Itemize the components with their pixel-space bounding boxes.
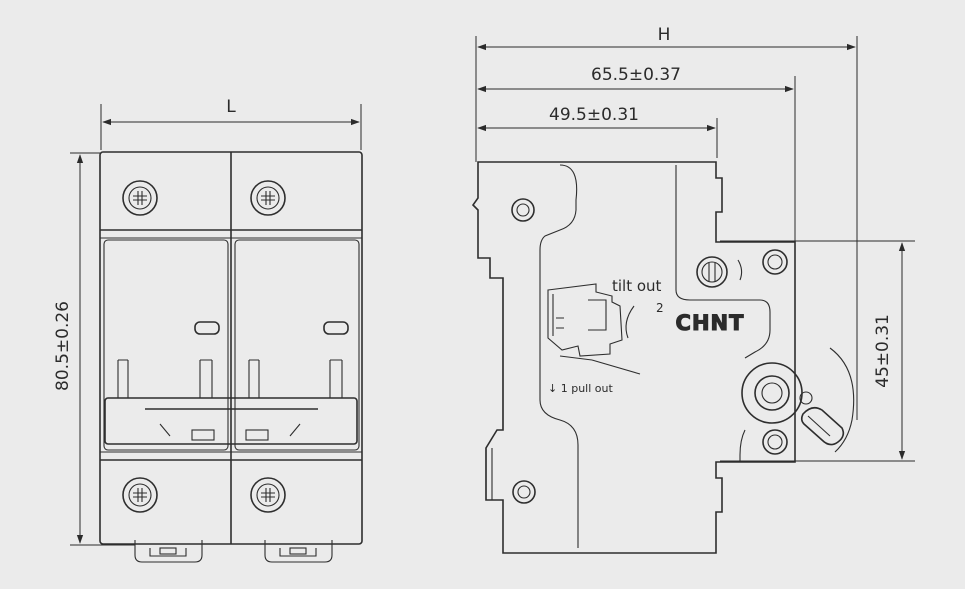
removal-instruction-pictogram: tilt out 2 ↓ 1 pull out xyxy=(547,277,664,395)
dimension-rail-height: 45±0.31 xyxy=(720,240,915,462)
side-view: H 65.5±0.37 49.5±0.31 45±0.31 xyxy=(471,25,915,554)
front-din-clips xyxy=(134,540,333,563)
dimension-h: H xyxy=(475,25,858,420)
front-view: L 80.5±0.26 xyxy=(53,97,363,563)
dimension-front-height: 80.5±0.26 xyxy=(53,152,135,546)
front-screws xyxy=(122,180,286,513)
side-holes xyxy=(511,198,788,504)
dimension-mid-label: 65.5±0.37 xyxy=(591,65,681,85)
dimension-inner: 49.5±0.31 xyxy=(477,105,718,158)
front-toggle-lever xyxy=(104,359,358,445)
dimension-inner-label: 49.5±0.31 xyxy=(549,105,639,125)
side-toggle-knob xyxy=(741,347,855,453)
dimension-h-label: H xyxy=(658,25,671,45)
tilt-out-label: tilt out xyxy=(612,277,662,295)
brand-logo: CHNT xyxy=(676,311,745,335)
dimension-l: L xyxy=(100,97,362,150)
side-body xyxy=(471,161,796,554)
pull-out-label: ↓ 1 pull out xyxy=(548,382,613,395)
step-2-label: 2 xyxy=(656,301,664,315)
dimension-rail-height-label: 45±0.31 xyxy=(873,314,893,388)
adjust-screw xyxy=(696,256,743,288)
dimension-front-height-label: 80.5±0.26 xyxy=(53,301,73,391)
dimension-l-label: L xyxy=(226,97,236,117)
